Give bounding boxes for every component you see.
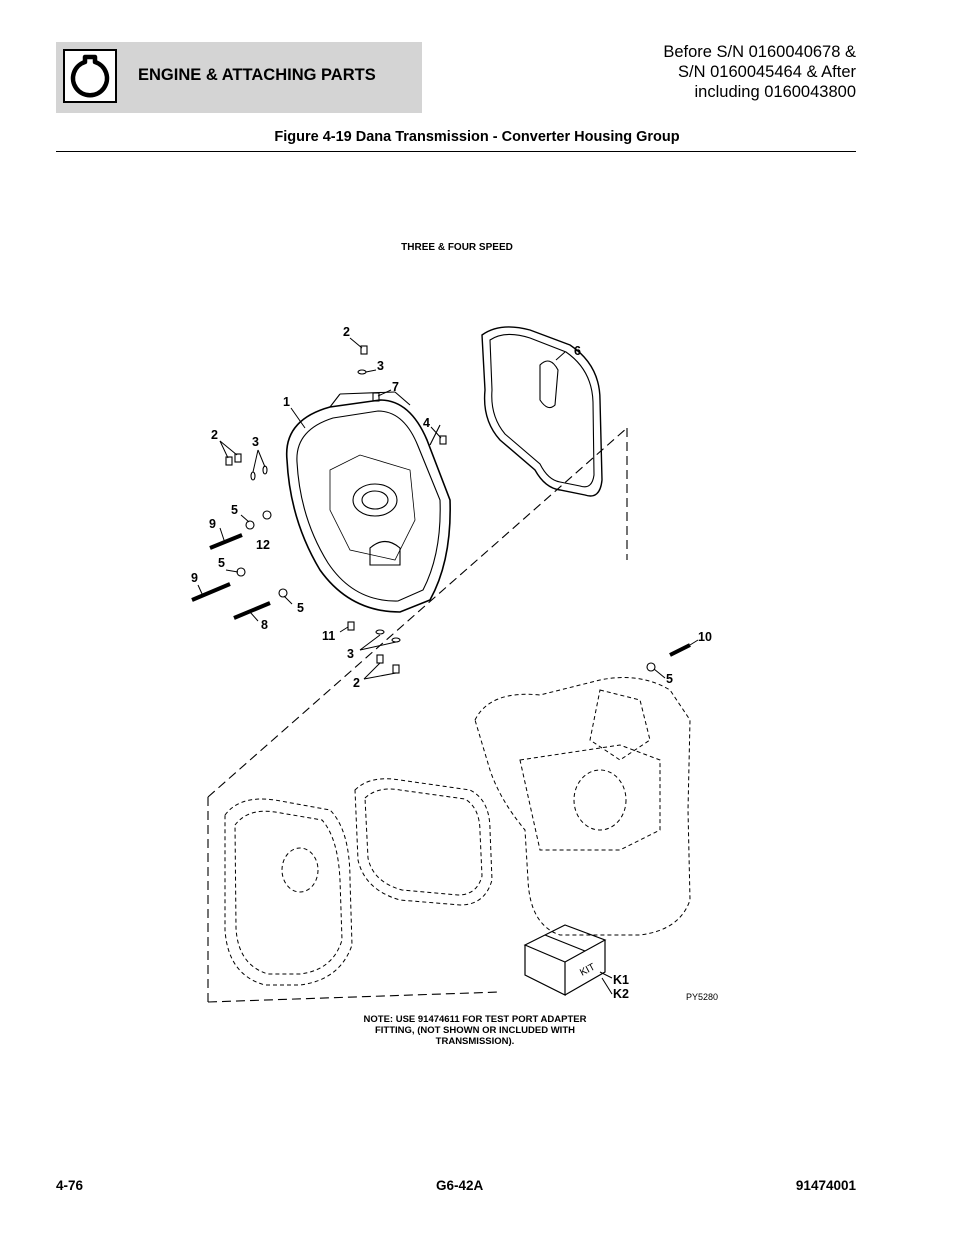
bolt-8 (233, 601, 271, 620)
callout-2: 2 (353, 676, 360, 690)
header-rule (56, 151, 856, 152)
note-line: TRANSMISSION). (435, 1036, 515, 1047)
callout-8: 8 (261, 618, 268, 632)
callout-5: 5 (218, 556, 225, 570)
serial-range: Before S/N 0160040678 & S/N 0160045464 &… (663, 42, 856, 102)
phantom-pump-plate (224, 798, 353, 986)
washer-5a (245, 520, 255, 530)
section-title: ENGINE & ATTACHING PARTS (138, 66, 376, 84)
callout-11: 11 (322, 629, 336, 643)
oring-3c-right (391, 637, 401, 643)
engine-section-icon (63, 49, 117, 103)
serial-line: Before S/N 0160040678 & (663, 43, 856, 61)
figure-title: Figure 4-19 Dana Transmission - Converte… (274, 129, 680, 145)
note-line: FITTING, (NOT SHOWN OR INCLUDED WITH (374, 1025, 575, 1036)
oring-3c-left (375, 629, 385, 635)
callout-3: 3 (377, 359, 384, 373)
plug-4 (439, 435, 447, 445)
figure-code: PY5280 (686, 992, 719, 1002)
callout-3: 3 (252, 435, 259, 449)
plug-2c-left (376, 654, 384, 664)
callout-2: 2 (211, 428, 218, 442)
section-header: ENGINE & ATTACHING PARTS (56, 42, 422, 113)
kit-label: KIT (578, 962, 597, 979)
callout-4: 4 (423, 416, 430, 430)
figure-note: NOTE: USE 91474611 FOR TEST PORT ADAPTER… (330, 1014, 620, 1047)
serial-line: including 0160043800 (694, 83, 856, 101)
figure-subtitle: THREE & FOUR SPEED (401, 242, 513, 253)
oring-3b-left (250, 471, 256, 481)
plug-11 (347, 621, 355, 631)
callout-9: 9 (191, 571, 198, 585)
manual-number: 91474001 (795, 1178, 856, 1193)
washer-12 (262, 510, 272, 520)
bolt-10 (669, 643, 691, 657)
callout-7: 7 (392, 380, 399, 394)
washer-5b (236, 567, 246, 577)
callout-5: 5 (297, 601, 304, 615)
oring-3a (357, 369, 367, 375)
oring-3b-right (262, 465, 268, 475)
callout-1: 1 (283, 395, 290, 409)
plug-7 (372, 392, 380, 402)
leader-lines (197, 337, 699, 995)
gasket-plate (481, 326, 603, 497)
converter-housing (285, 391, 451, 613)
callout-6: 6 (574, 344, 581, 358)
bolt-9-upper (209, 533, 243, 550)
washer-5c (278, 588, 288, 598)
callout-k1: K1 (613, 973, 629, 987)
callout-9: 9 (209, 517, 216, 531)
callout-5: 5 (666, 672, 673, 686)
plug-2c-right (392, 664, 400, 674)
plug-2a (360, 345, 368, 355)
kit-box (523, 924, 607, 996)
serial-line: S/N 0160045464 & After (678, 63, 856, 81)
callout-3: 3 (347, 647, 354, 661)
callout-5: 5 (231, 503, 238, 517)
callout-10: 10 (698, 630, 712, 644)
callout-12: 12 (256, 538, 270, 552)
page-number: 4-76 (56, 1178, 84, 1193)
callout-2: 2 (343, 325, 350, 339)
bolt-9-lower (191, 582, 231, 602)
note-line: NOTE: USE 91474611 FOR TEST PORT ADAPTER (363, 1014, 587, 1025)
washer-5d (646, 662, 656, 672)
phantom-gasket (354, 778, 493, 906)
callout-k2: K2 (613, 987, 629, 1001)
phantom-transmission-case (474, 677, 691, 936)
model-number: G6-42A (436, 1178, 484, 1193)
plug-2b-left (225, 456, 233, 466)
plug-2b-right (234, 453, 242, 463)
